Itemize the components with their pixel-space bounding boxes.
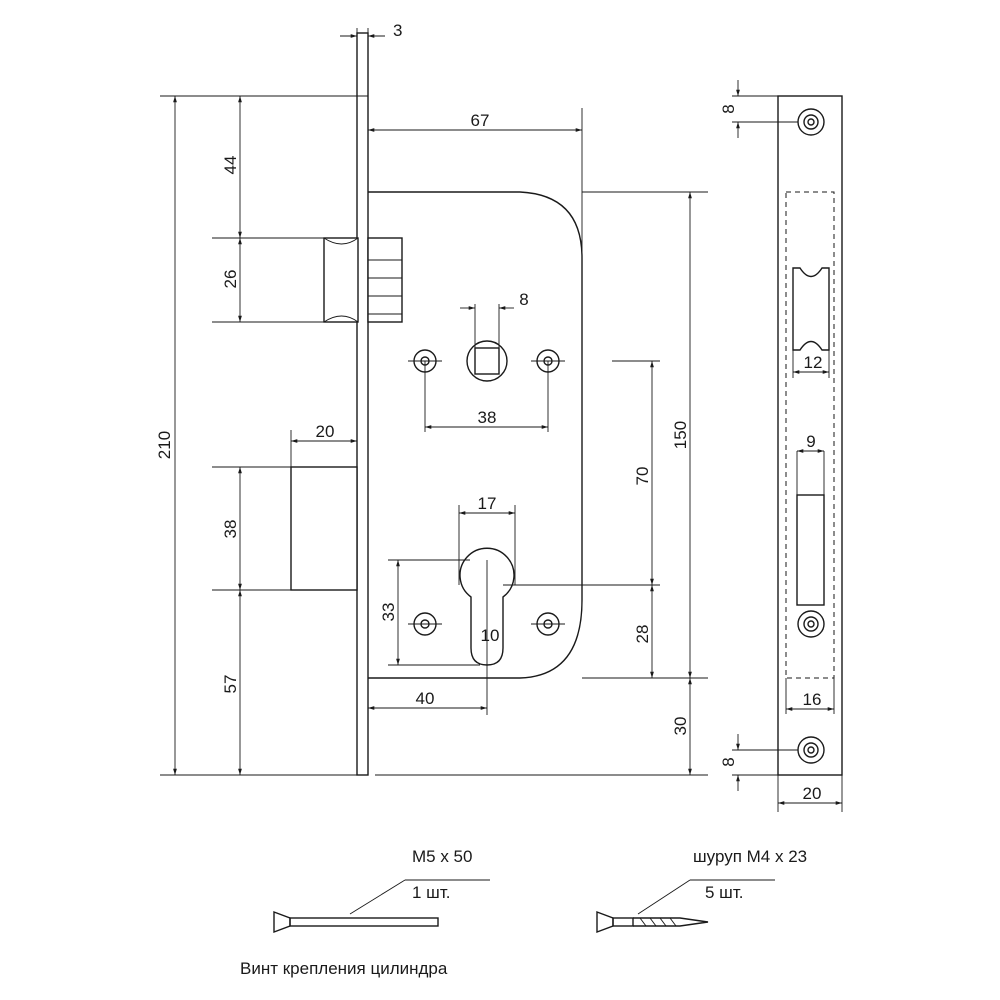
wood-screw-drawing [596,879,775,934]
dim-total-height: 210 [155,96,177,775]
strike-bolt-opening [796,451,825,606]
dim-strike-latch-label: 12 [804,353,823,372]
dim-top-to-latch: 44 [221,96,242,238]
dim-latch-height-label: 26 [221,270,240,289]
dim-case-bottom-to-plate: 30 [671,678,692,775]
dim-strike-width-label: 20 [803,784,822,803]
dim-deadbolt-height-label: 38 [221,520,240,539]
dim-spindle-square-label: 8 [519,290,528,309]
dim-cylinder-slot-label: 10 [481,626,500,645]
dim-spindle-square: 8 [460,290,529,348]
deadbolt [290,466,358,591]
dim-cylinder-to-bottom-label: 28 [633,625,652,644]
dim-deadbolt-projection-label: 20 [316,422,335,441]
dim-total-height-label: 210 [155,431,174,459]
dim-top-to-latch-label: 44 [221,156,240,175]
cylinder-screw-left [408,612,442,636]
dim-bottom-to-deadbolt-label: 57 [221,675,240,694]
dim-case-height: 150 [671,192,692,678]
cylinder-hole [459,547,515,715]
lock-case [368,191,583,679]
strike-screw-mid [797,610,825,638]
dim-strike-top-screw: 8 [719,80,798,138]
dim-strike-bolt-label: 9 [806,432,815,451]
spindle-hub [466,340,508,382]
screw-qty: 5 шт. [705,883,743,902]
dim-strike-opening-label: 16 [803,690,822,709]
dim-strike-latch: 12 [792,350,830,378]
dim-deadbolt-projection: 20 [290,422,357,467]
dim-cylinder-slot: 10 [481,626,500,645]
dim-thickness: 3 [340,21,402,95]
dim-case-height-label: 150 [671,421,690,449]
strike-plate [777,95,843,776]
screw-spec: шуруп M4 x 23 [693,847,807,866]
dim-cylinder-width-label: 17 [478,494,497,513]
dim-strike-bottom-screw-label: 8 [719,757,738,766]
dim-backset-67-label: 67 [471,111,490,130]
cylinder-bolt-drawing [273,879,490,934]
dim-case-bottom-to-plate-label: 30 [671,717,690,736]
dim-spindle-spacing-label: 38 [478,408,497,427]
bolt-caption: Винт крепления цилиндра [240,959,448,978]
dim-spindle-to-cylinder: 70 [633,361,654,585]
dim-cylinder-height: 33 [379,559,480,666]
dim-spindle-to-cylinder-label: 70 [633,467,652,486]
dim-bottom-to-deadbolt: 57 [221,590,242,775]
faceplate [356,32,369,776]
dim-strike-bolt: 9 [797,432,824,453]
bolt-spec: M5 x 50 [412,847,472,866]
latch-bolt [323,237,403,323]
dim-backset-67: 67 [368,108,583,258]
dim-backset-40: 40 [367,678,487,715]
cylinder-screw-right [531,612,565,636]
dim-latch-height: 26 [221,238,242,322]
dim-cylinder-width: 17 [458,494,516,585]
dim-strike-width: 20 [777,775,843,812]
bolt-qty: 1 шт. [412,883,450,902]
dim-deadbolt-height: 38 [221,467,242,590]
dim-cylinder-height-label: 33 [379,603,398,622]
dim-strike-opening: 16 [785,678,835,714]
dim-spindle-spacing: 38 [424,361,549,432]
dim-thickness-label: 3 [393,21,402,40]
dim-backset-40-label: 40 [416,689,435,708]
dim-strike-top-screw-label: 8 [719,104,738,113]
dim-cylinder-to-bottom: 28 [633,585,654,678]
dim-strike-bottom-screw: 8 [719,734,798,791]
